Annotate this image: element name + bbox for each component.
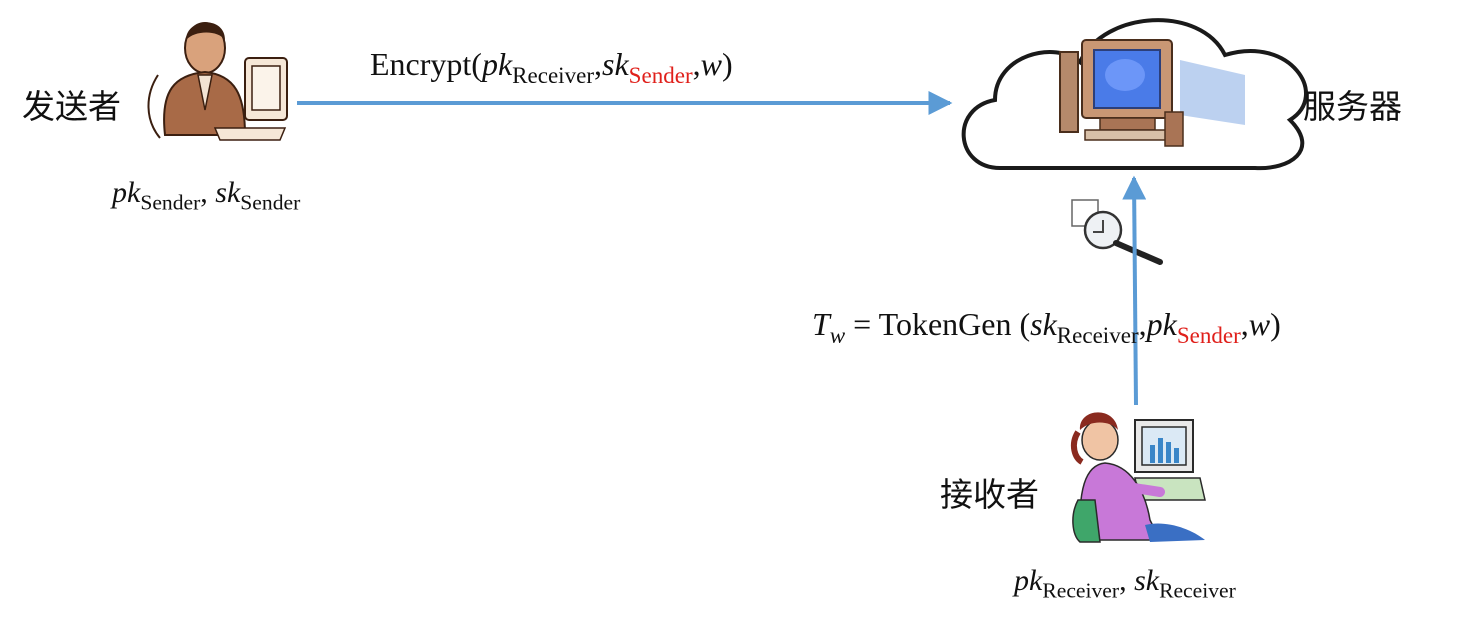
token-arrow [1122, 175, 1147, 406]
receiver-pk: pk [1014, 564, 1043, 597]
encrypt-comma: , [594, 46, 602, 82]
sender-sk: sk [215, 176, 241, 209]
search-magnifier-icon [1071, 199, 1163, 265]
token-pk: pk [1146, 306, 1177, 342]
receiver-sk-sub: Receiver [1159, 578, 1236, 603]
token-close: ) [1270, 306, 1281, 342]
server-label: 服务器 [1303, 87, 1402, 126]
encrypt-pk: pk [481, 46, 513, 82]
receiver-keys: pkReceiver, skReceiver [1014, 564, 1236, 604]
token-fn: TokenGen ( [878, 306, 1031, 342]
token-sk-sub: Receiver [1056, 322, 1139, 349]
sender-person-icon [147, 22, 288, 141]
token-eq: = [845, 306, 879, 342]
sender-label: 发送者 [22, 87, 121, 126]
encrypt-close: ) [721, 46, 733, 82]
sender-pk-sub: Sender [140, 190, 201, 215]
token-sk: sk [1030, 306, 1057, 342]
receiver-pk-sub: Receiver [1042, 578, 1120, 603]
encrypt-formula: Encrypt(pkReceiver,skSender,w) [370, 46, 733, 89]
server-computer-icon [1059, 39, 1245, 147]
token-lhs-sub: w [829, 322, 846, 349]
sender-pk: pk [112, 176, 141, 209]
encrypt-comma-2: , [692, 46, 701, 82]
token-comma-2: , [1240, 306, 1249, 342]
token-w: w [1248, 306, 1271, 342]
receiver-keys-sep: , [1119, 564, 1135, 597]
token-lhs: T [812, 306, 830, 342]
token-comma: , [1138, 306, 1147, 342]
receiver-sk: sk [1134, 564, 1160, 597]
receiver-person-icon [1070, 412, 1206, 543]
tokengen-formula: Tw = TokenGen (skReceiver,pkSender,w) [812, 306, 1281, 349]
receiver-label: 接收者 [940, 475, 1039, 514]
encrypt-w: w [700, 46, 722, 82]
encrypt-fn: Encrypt( [370, 46, 482, 82]
sender-sk-sub: Sender [240, 190, 301, 215]
encrypt-sk: sk [602, 46, 629, 82]
sender-keys-sep: , [200, 176, 216, 209]
encrypt-pk-sub: Receiver [512, 62, 594, 89]
sender-keys: pkSender, skSender [112, 176, 300, 216]
token-pk-sub: Sender [1176, 322, 1241, 349]
encrypt-sk-sub: Sender [628, 62, 693, 89]
